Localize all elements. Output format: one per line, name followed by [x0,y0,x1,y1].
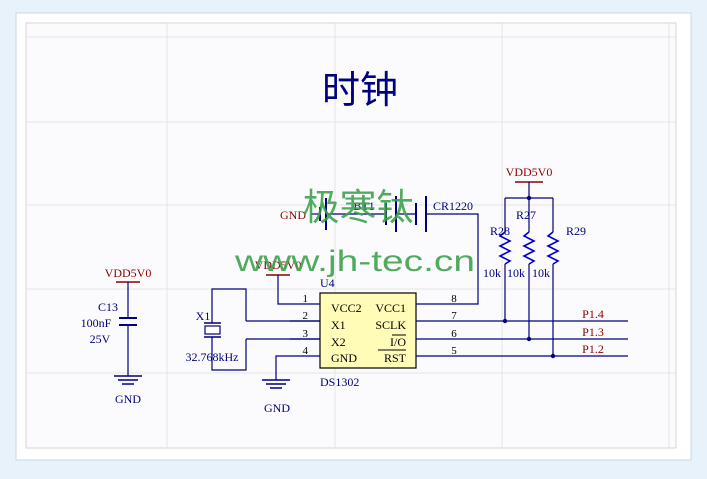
r28-ref: R28 [490,224,510,238]
r29-value: 10k [532,266,550,280]
pullup-resistors: VDD5V0 R28 10k R27 10k R29 10k [483,165,586,356]
c13-gnd-label: GND [115,392,141,406]
pin3-num: 3 [303,328,309,340]
r28-value: 10k [483,266,501,280]
bt1-ref: BT1 [353,199,374,213]
pin5-name: RST [384,351,407,365]
pin1-name: VCC2 [331,301,362,315]
bt1-gnd-label: GND [280,208,306,222]
pin2-name: X1 [331,318,346,332]
sheet-paper [25,22,677,449]
page-title: 时钟 [322,70,398,112]
c13-voltage: 25V [90,332,111,346]
pin3-name: X2 [331,335,346,349]
u4-part: DS1302 [320,375,359,389]
net-label-p12: P1.2 [582,342,604,356]
ic-body [319,292,417,369]
pin7-num: 7 [451,310,457,322]
x1-ref: X1 [196,309,211,323]
pin4-num: 4 [303,345,309,357]
net-label-p14: P1.4 [582,307,604,321]
pin2-num: 2 [303,310,309,322]
output-nets: P1.4 P1.3 P1.2 [446,307,628,359]
x1-value: 32.768kHz [186,350,239,364]
pin8-num: 8 [451,293,457,305]
pin5-num: 5 [451,345,457,357]
u4-gnd-label: GND [264,401,290,415]
power-label-pullups: VDD5V0 [506,165,553,179]
power-label-u4: VDD5V0 [255,258,302,272]
pin6-num: 6 [451,328,457,340]
watermark-brand: 极寒钛 [303,187,414,228]
pin8-name: VCC1 [375,301,406,315]
grid [26,23,676,448]
watermark-url: www.jh-tec.cn [234,245,475,278]
crystal-x1: X1 32.768kHz [186,288,247,371]
r27-value: 10k [507,266,525,280]
c13-ref: C13 [98,300,118,314]
pin7-name: SCLK [375,318,406,332]
pin4-name: GND [331,351,357,365]
capacitor-c13: VDD5V0 C13 100nF 25V GND [81,266,152,406]
watermark: 极寒钛 www.jh-tec.cn [234,187,475,278]
pin6-name: I/O [390,335,406,349]
battery-bt1: GND BT1 CR1220 [280,196,479,305]
net-label-p13: P1.3 [582,325,604,339]
ic-u4: U4 DS1302 1 2 3 4 VCC2 X1 X2 GND 8 7 6 5… [290,276,457,389]
bt1-type: CR1220 [433,199,473,213]
pin1-num: 1 [303,293,309,305]
r27-ref: R27 [516,208,536,222]
u4-ref: U4 [320,276,335,290]
c13-value: 100nF [81,316,112,330]
power-label-c13: VDD5V0 [105,266,152,280]
r29-ref: R29 [566,224,586,238]
